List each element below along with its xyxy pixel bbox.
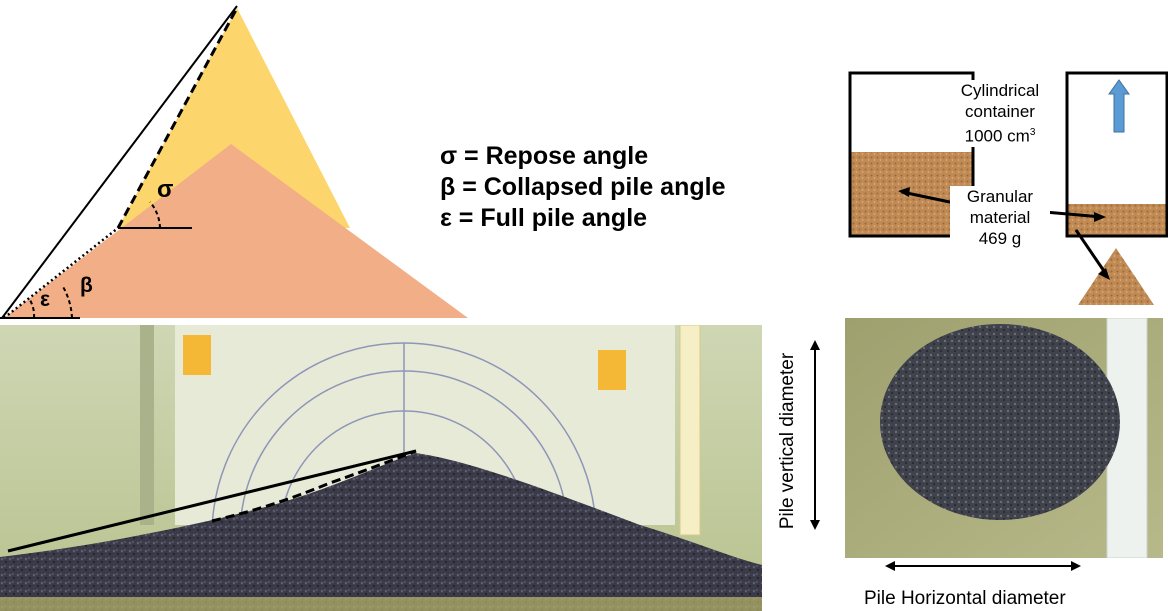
pointer-line-pile [1074, 229, 1108, 275]
tape-right [598, 350, 626, 390]
full-container [848, 71, 975, 238]
collapsed-pile-shape [4, 144, 468, 318]
pointer-arrowhead-left [898, 187, 910, 197]
pointer-arrowhead-pile [1098, 268, 1110, 280]
gravel-heap-top [880, 324, 1120, 520]
collapsed-slope-dotted [3, 227, 119, 319]
top-view-photo [845, 318, 1163, 558]
material-line2: material [969, 208, 1031, 227]
full-pile-line [1, 5, 238, 319]
container-title-line1: Cylindrical [960, 81, 1040, 100]
protractor [211, 342, 597, 536]
side-view-photo [0, 325, 762, 611]
gravel-pile [0, 453, 762, 611]
repose-pile-shape [118, 8, 350, 228]
volume-exponent: 3 [1029, 127, 1036, 138]
ruler [679, 325, 701, 536]
container-diagram [848, 71, 1168, 305]
lifted-container [1065, 71, 1168, 238]
epsilon-arc [29, 299, 36, 319]
beta-label: β [80, 274, 93, 297]
container-label: Cylindrical container 1000 cm3 [940, 80, 1060, 147]
epsilon-label: ε [40, 288, 50, 311]
sigma-arc [149, 201, 161, 229]
full-pile-angle-line [7, 449, 417, 553]
legend-epsilon: ε = Full pile angle [440, 204, 648, 232]
formed-pile-triangle [1078, 248, 1154, 305]
vertical-diameter-arrow [810, 340, 820, 530]
pile-angle-schematic [0, 5, 468, 319]
horizontal-diameter-arrow [885, 561, 1081, 571]
horizontal-diameter-caption: Pile Horizontal diameter [864, 588, 1066, 609]
container-title-line2: container [965, 102, 1035, 121]
material-mass: 469 g [978, 229, 1022, 248]
pointer-arrowhead-right [1094, 212, 1106, 222]
up-arrow-icon [1108, 79, 1130, 133]
sigma-label: σ [157, 176, 174, 203]
vertical-diameter-caption: Pile vertical diameter [777, 352, 798, 530]
container-volume: 1000 cm3 [940, 122, 1060, 147]
collapsed-profile-dashed [211, 449, 417, 523]
material-label: Granular material 469 g [950, 186, 1050, 249]
material-line1: Granular [966, 187, 1034, 206]
tape-left [183, 335, 211, 375]
legend-sigma: σ = Repose angle [440, 142, 649, 170]
lifted-container-material [1068, 204, 1168, 235]
legend-beta: β = Collapsed pile angle [440, 173, 726, 201]
volume-value: 1000 cm [964, 126, 1030, 146]
beta-arc [61, 284, 73, 319]
